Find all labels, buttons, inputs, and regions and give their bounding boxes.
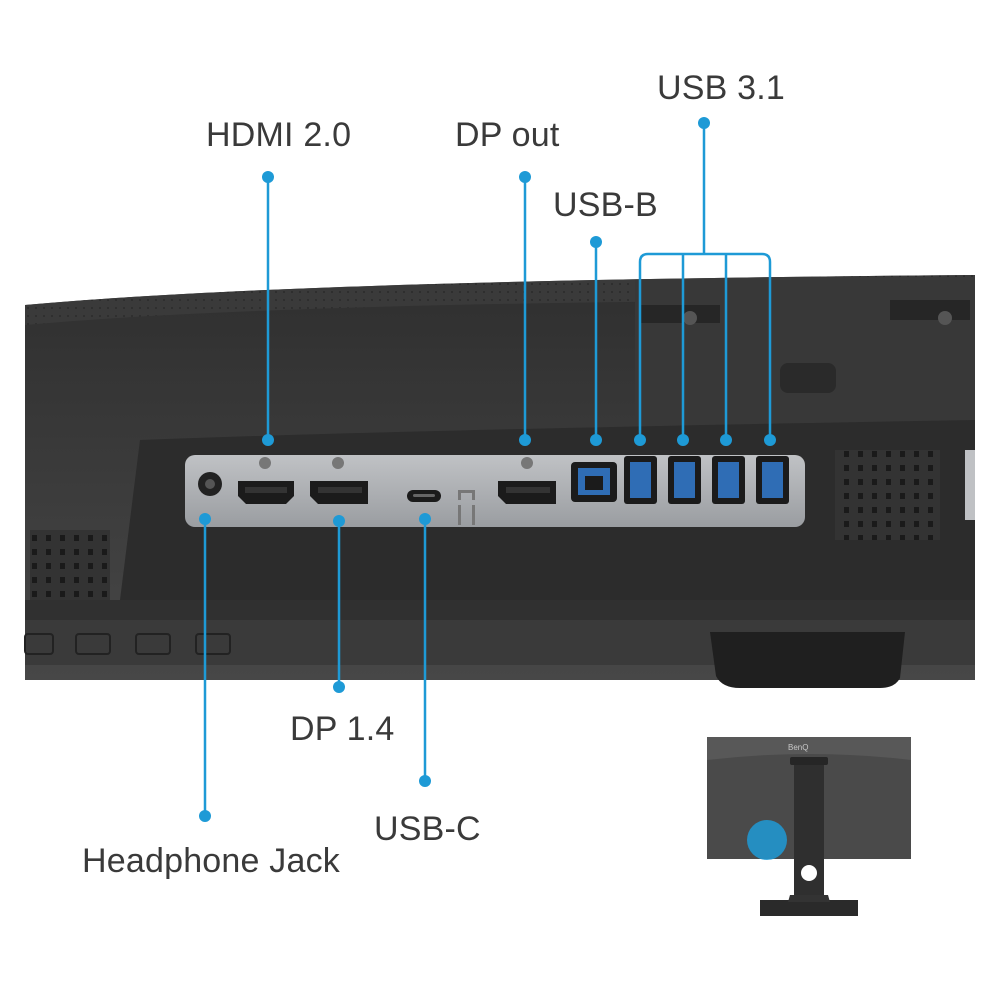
usb-c-port (407, 490, 441, 502)
usb31-dot-port-3 (720, 434, 732, 446)
hdmi-dot-port (262, 434, 274, 446)
usb-c-dot-bottom (419, 775, 431, 787)
callout-dots (199, 117, 776, 822)
usb31-dot-port-4 (764, 434, 776, 446)
usb-c-dot-port (419, 513, 431, 525)
headphone-dot-bottom (199, 810, 211, 822)
label-dp-out: DP out (455, 116, 560, 154)
label-dp14: DP 1.4 (290, 710, 395, 748)
label-usb-b: USB-B (553, 186, 658, 224)
usb31-dot-top (698, 117, 710, 129)
inset-monitor-rear: BenQ (707, 737, 911, 916)
usb31-ports (624, 456, 789, 504)
label-usb31: USB 3.1 (657, 69, 786, 107)
dp14-dot-port (333, 515, 345, 527)
usb31-dot-port-1 (634, 434, 646, 446)
label-usb-c: USB-C (374, 810, 481, 848)
usb31-bracket (638, 252, 772, 438)
usb31-dot-port-2 (677, 434, 689, 446)
usb-b-port (571, 462, 617, 502)
label-headphone: Headphone Jack (82, 842, 340, 880)
hdmi-port (238, 457, 294, 504)
usb-b-dot-top (590, 236, 602, 248)
port-area-highlight (747, 820, 787, 860)
headphone-jack-port (198, 472, 222, 496)
lock-slot (458, 490, 475, 525)
dp14-port (310, 457, 368, 504)
port-panel (185, 455, 805, 527)
hdmi-dot-top (262, 171, 274, 183)
callout-lines (203, 125, 772, 815)
headphone-dot-port (199, 513, 211, 525)
label-hdmi: HDMI 2.0 (206, 116, 352, 154)
dp-out-dot-top (519, 171, 531, 183)
dp-out-dot-port (519, 434, 531, 446)
dp-out-port (498, 457, 556, 504)
dp14-dot-bottom (333, 681, 345, 693)
usb-b-dot-port (590, 434, 602, 446)
inset-brand-logo: BenQ (788, 743, 808, 752)
